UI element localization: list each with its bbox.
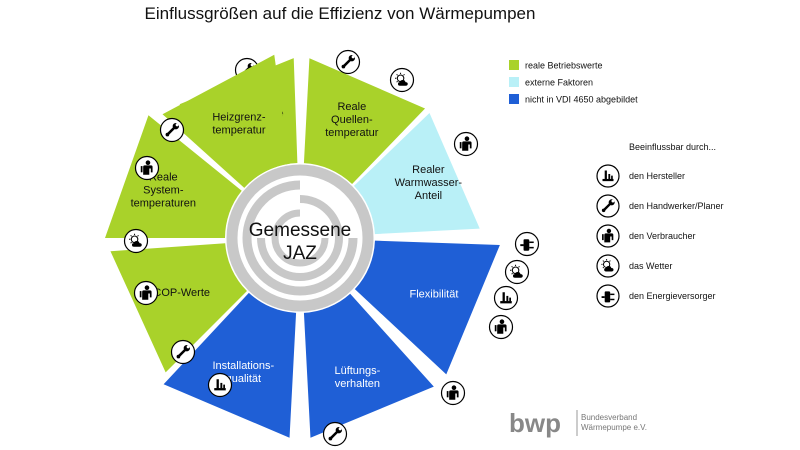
page-title: Einflussgrößen auf die Effizienz von Wär… [144, 4, 536, 23]
logo-mark: bwp [509, 408, 561, 438]
influence-legend-label: den Verbraucher [629, 231, 696, 241]
influence-legend-item: den Verbraucher [596, 224, 696, 248]
person-icon [134, 155, 160, 181]
center-label-line1: Gemessene [249, 220, 351, 241]
person-icon [440, 380, 466, 406]
person-icon [453, 131, 479, 157]
weather-icon [596, 254, 620, 278]
influence-legend-label: den Handwerker/Planer [629, 201, 724, 211]
influence-legend-label: den Hersteller [629, 171, 685, 181]
legend-swatch [509, 60, 519, 70]
segment-label-lueftungsverhalten: Lüftungs-verhalten [334, 365, 380, 390]
influence-legend-label: das Wetter [629, 261, 672, 271]
segment-shape-cop [110, 243, 247, 373]
segment-label-flexibilitaet: Flexibilität [410, 288, 459, 300]
wrench-icon [159, 117, 185, 143]
plug-icon [514, 231, 540, 257]
gauge-ring [226, 164, 374, 312]
wrench-icon [322, 421, 348, 447]
factory-icon [493, 285, 519, 311]
influence-legend-item: den Energieversorger [596, 284, 716, 308]
influence-legend-heading: Beeinflussbar durch... [629, 142, 716, 152]
person-icon [596, 224, 620, 248]
segment-cop: COP-Werte [110, 243, 247, 398]
segment-shape-flexibilitaet [354, 240, 500, 375]
influence-legend-item: das Wetter [596, 254, 672, 278]
segment-shape-installationsqualitaet [163, 292, 297, 438]
segment-heizgrenztemperatur: Heizgrenz-temperatur [134, 54, 290, 188]
segment-label-heizgrenztemperatur: Heizgrenz-temperatur [212, 112, 266, 137]
wrench-icon [170, 339, 196, 365]
legend-label: nicht in VDI 4650 abgebildet [525, 95, 638, 105]
influence-legend-label: den Energieversorger [629, 291, 716, 301]
wrench-icon [335, 49, 361, 75]
segment-label-cop: COP-Werte [153, 287, 210, 299]
segment-shape-lueftungsverhalten [303, 293, 434, 438]
segment-installationsqualitaet: Installations-qualität [163, 292, 348, 447]
influence-legend-item: den Hersteller [596, 164, 685, 188]
weather-icon [389, 67, 415, 93]
segment-shape-systemtemperaturen [105, 115, 242, 238]
center-label-line2: JAZ [283, 243, 317, 264]
segment-shape-heizgrenztemperatur [162, 54, 290, 188]
legend-swatch [509, 94, 519, 104]
segment-flexibilitaet: Flexibilität [354, 231, 540, 375]
wrench-icon [596, 194, 620, 218]
person-icon [488, 314, 514, 340]
logo-line1: Bundesverband [581, 413, 637, 422]
category-legend-item: externe Faktoren [509, 77, 593, 88]
category-legend-item: nicht in VDI 4650 abgebildet [509, 94, 638, 105]
influence-legend-item: den Handwerker/Planer [596, 194, 724, 218]
logo-line2: Wärmepumpe e.V. [581, 423, 647, 432]
legend-label: externe Faktoren [525, 78, 593, 88]
segment-lueftungsverhalten: Lüftungs-verhalten [303, 293, 514, 438]
person-icon [133, 280, 159, 306]
segment-label-installationsqualitaet: Installations-qualität [212, 360, 274, 385]
segment-shape-quellentemperatur [303, 58, 426, 185]
legend-label: reale Betriebswerte [525, 61, 603, 71]
category-legend-item: reale Betriebswerte [509, 60, 603, 71]
factory-icon [596, 164, 620, 188]
segment-shape-warmwasser [353, 112, 480, 235]
weather-icon [123, 228, 149, 254]
factory-icon [207, 372, 233, 398]
legend-swatch [509, 77, 519, 87]
plug-icon [596, 284, 620, 308]
weather-icon [504, 259, 530, 285]
